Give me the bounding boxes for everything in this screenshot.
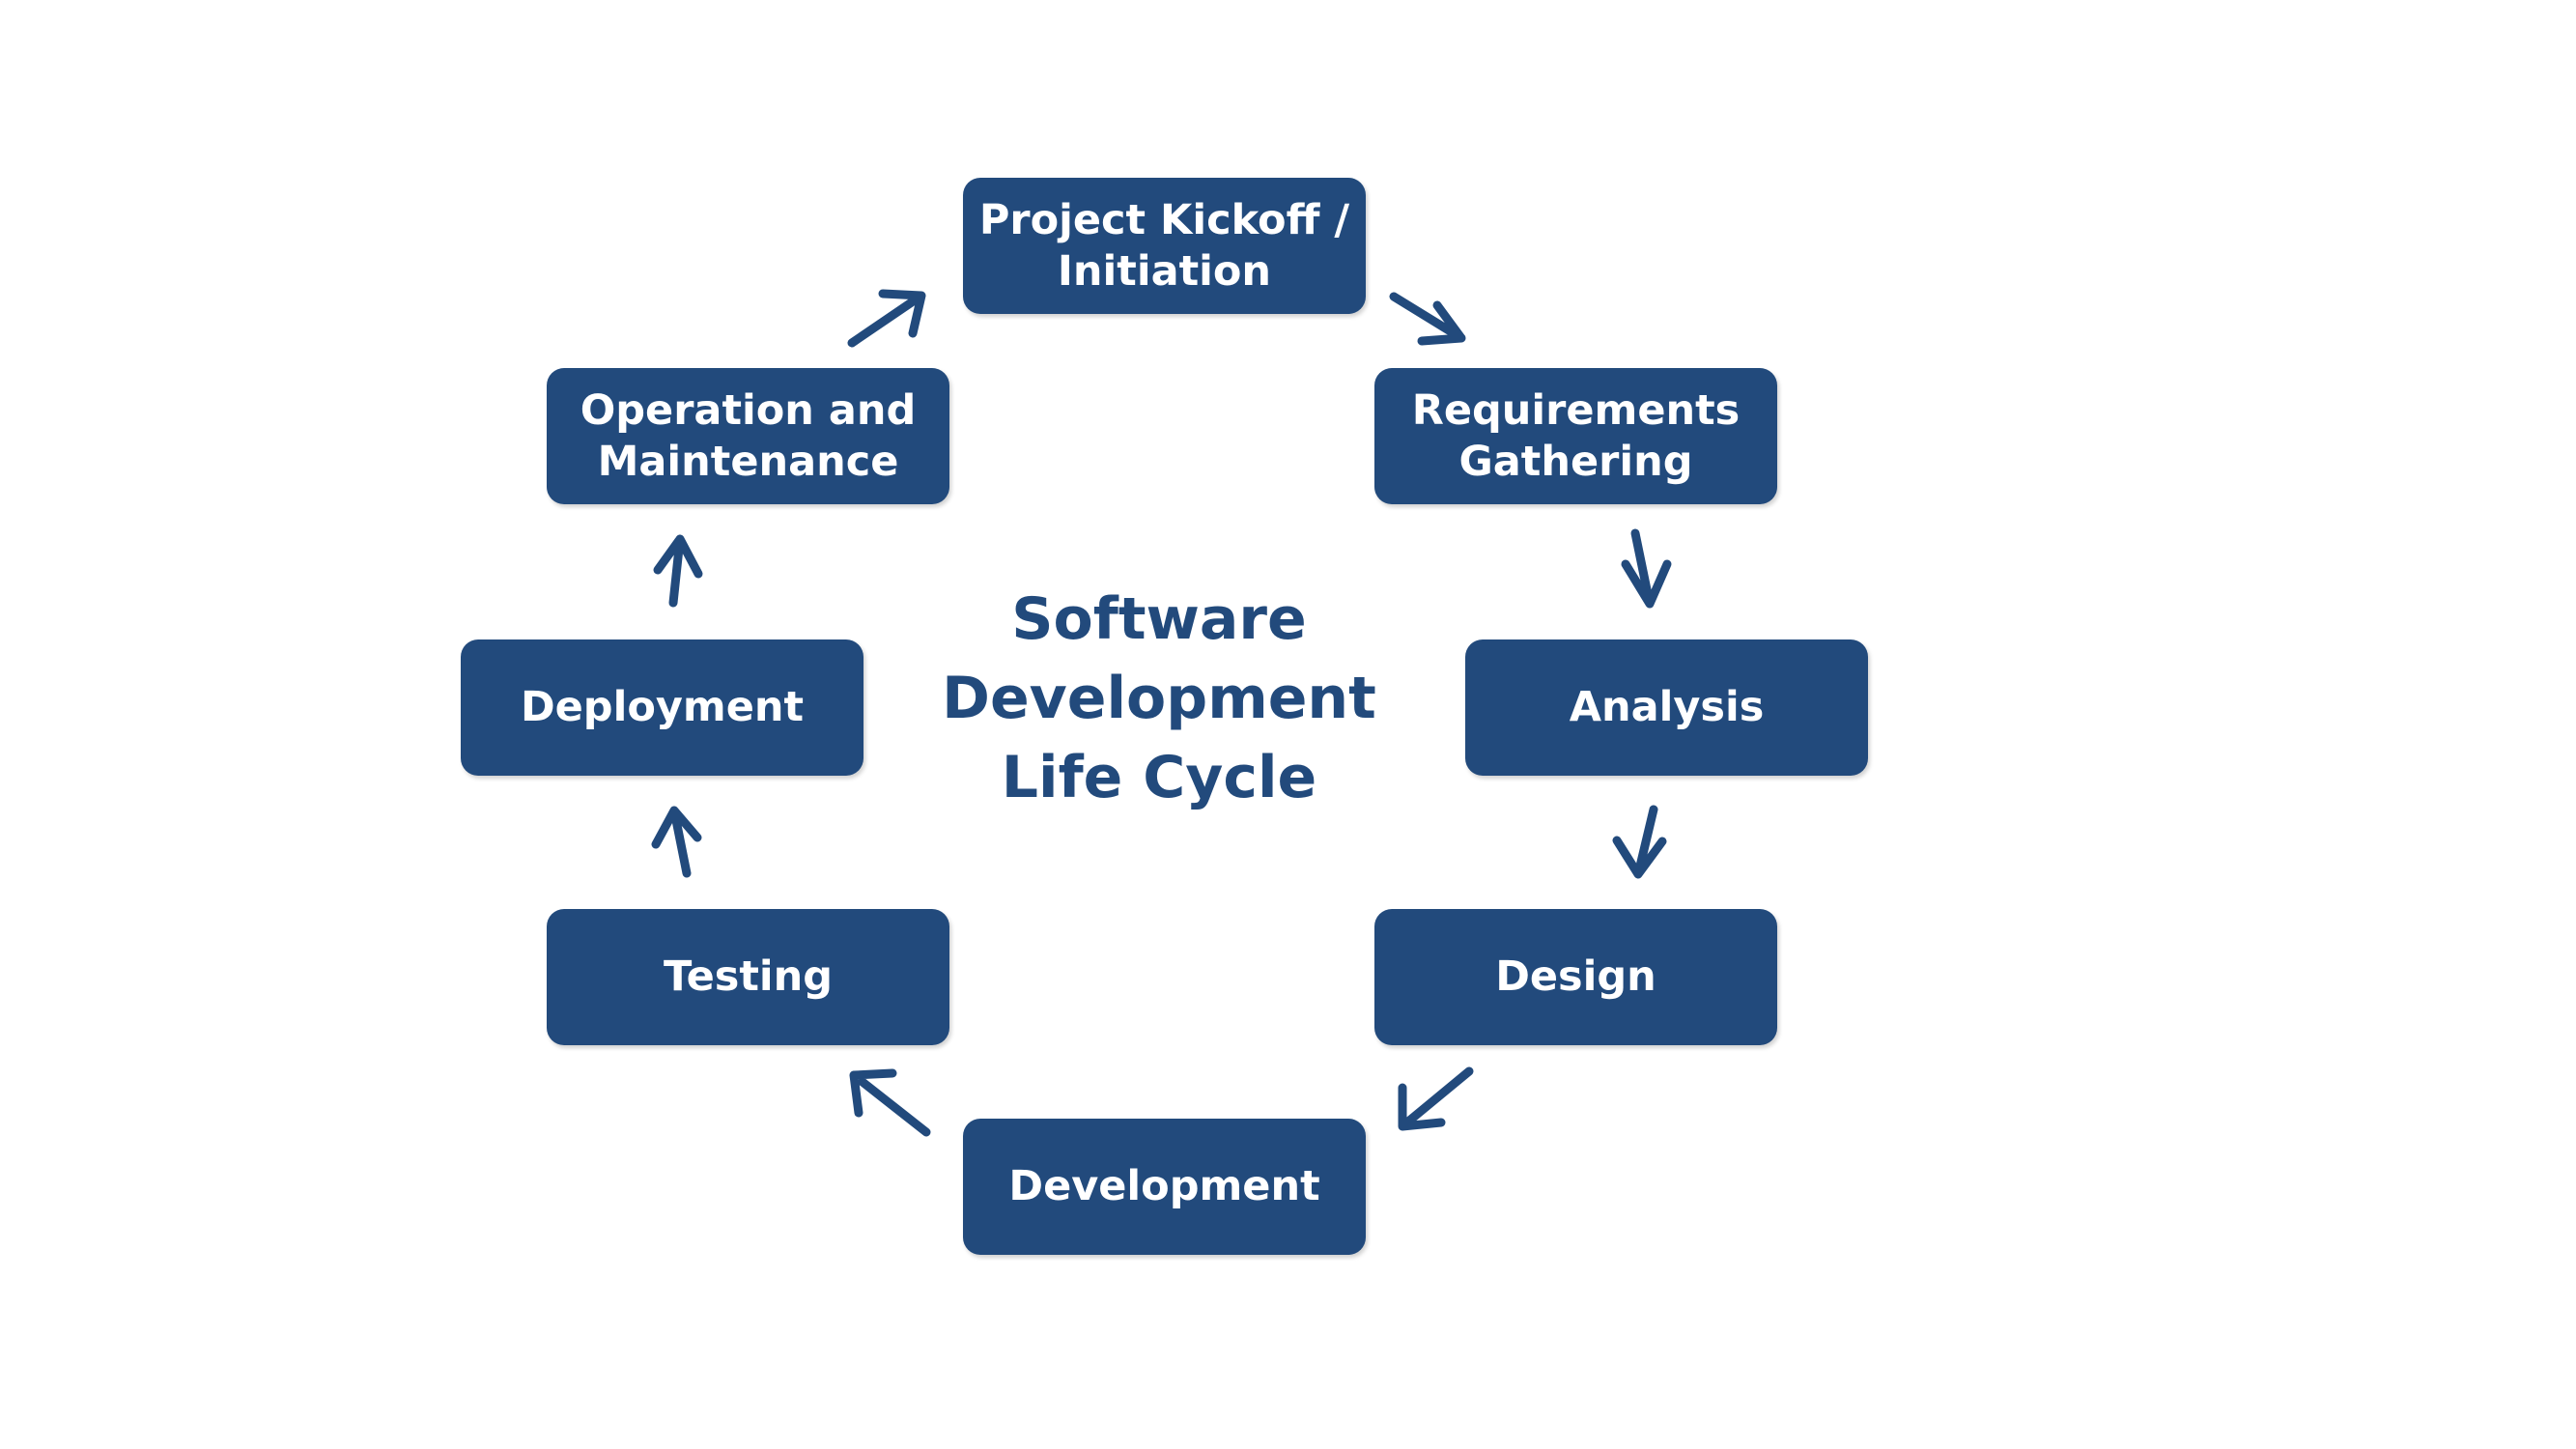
arrow-deployment-to-operation bbox=[653, 534, 703, 608]
arrow-kickoff-to-requirements bbox=[1389, 292, 1466, 346]
arrow-requirements-to-analysis bbox=[1621, 528, 1672, 609]
step-development: Development bbox=[963, 1119, 1366, 1255]
diagram-title: Software Development Life Cycle bbox=[942, 585, 1376, 811]
step-design: Design bbox=[1374, 909, 1777, 1045]
arrow-testing-to-deployment bbox=[651, 806, 702, 878]
step-analysis: Analysis bbox=[1465, 639, 1868, 776]
step-project-kickoff: Project Kickoff / Initiation bbox=[963, 178, 1366, 314]
arrow-analysis-to-design bbox=[1612, 805, 1667, 879]
step-testing: Testing bbox=[547, 909, 949, 1045]
step-deployment: Deployment bbox=[461, 639, 863, 776]
arrow-operation-to-kickoff bbox=[847, 289, 926, 348]
arrow-design-to-development bbox=[1398, 1066, 1474, 1131]
arrow-development-to-testing bbox=[849, 1068, 931, 1137]
step-requirements-gathering: Requirements Gathering bbox=[1374, 368, 1777, 504]
step-operation-maintenance: Operation and Maintenance bbox=[547, 368, 949, 504]
